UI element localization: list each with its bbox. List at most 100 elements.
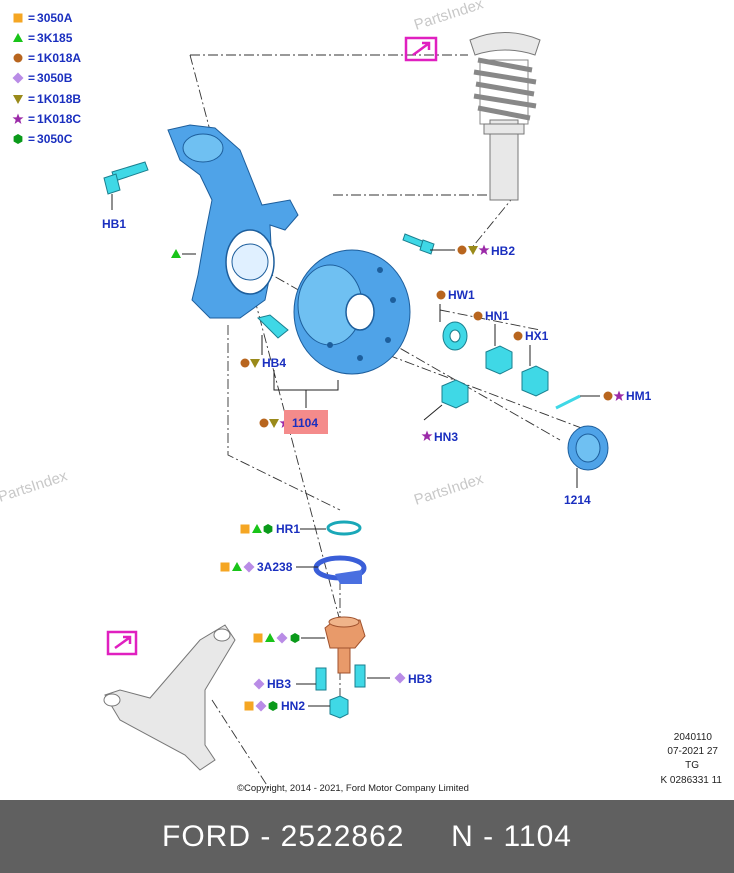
diamond-violet-icon	[253, 678, 265, 690]
label-3a238[interactable]: 3A238	[257, 560, 293, 574]
lower-control-arm	[103, 624, 236, 771]
legend-item-3k185: =3K185	[13, 31, 73, 45]
svg-text:=3050C: =3050C	[28, 132, 73, 146]
circle-brown-icon	[513, 331, 523, 341]
highlight-1104	[284, 410, 328, 434]
label-hb1[interactable]: HB1	[102, 217, 126, 231]
label-hb3-right[interactable]: HB3	[408, 672, 432, 686]
square-orange-icon	[220, 562, 230, 572]
diamond-violet-icon	[255, 700, 267, 712]
label-hb3-left[interactable]: HB3	[267, 677, 291, 691]
circlip-hr1	[326, 520, 362, 536]
diamond-violet-icon	[12, 72, 24, 84]
nav-arrow-top[interactable]	[404, 36, 438, 62]
legend-item-3050c: =3050C	[13, 132, 73, 146]
label-hr1[interactable]: HR1	[276, 522, 300, 536]
meta-line-2: 07-2021 27	[667, 746, 718, 757]
strut-assembly	[469, 32, 541, 201]
label-hn2[interactable]: HN2	[281, 699, 305, 713]
triangle-down-olive-icon	[468, 246, 478, 255]
shield-3a238	[313, 555, 367, 584]
copyright-text: ©Copyright, 2014 - 2021, Ford Motor Comp…	[237, 783, 469, 794]
label-hw1[interactable]: HW1	[448, 288, 475, 302]
star-purple-icon	[421, 430, 433, 441]
label-hb4[interactable]: HB4	[262, 356, 286, 370]
parts-diagram: PartsIndex PartsIndex PartsIndex =3050A …	[0, 0, 722, 794]
circle-brown-icon	[240, 358, 250, 368]
cap-hx1	[521, 365, 549, 397]
footer-bar: FORD - 2522862 N - 1104	[0, 800, 734, 873]
circle-brown-icon	[259, 418, 269, 428]
bolt-hb4	[257, 314, 289, 339]
meta-line-4: K 0286331 11	[660, 775, 722, 786]
circle-brown-icon	[13, 53, 23, 63]
hub-cap-1214	[567, 425, 609, 471]
svg-text:=3050A: =3050A	[28, 11, 73, 25]
label-hn3[interactable]: HN3	[434, 430, 458, 444]
triangle-green-icon	[252, 524, 262, 533]
circle-brown-icon	[457, 245, 467, 255]
hexagon-green-icon	[13, 134, 23, 144]
star-purple-icon	[613, 390, 625, 401]
bolt-hb1	[103, 161, 149, 195]
diamond-violet-icon	[394, 672, 406, 684]
nav-arrow-bottom[interactable]	[106, 630, 138, 656]
meta-line-1: 2040110	[674, 732, 713, 743]
hexagon-green-icon	[290, 633, 300, 643]
legend: =3050A =3K185 =1K018A =3050B =1K018B =1K…	[12, 11, 81, 146]
watermark-mid: PartsIndex	[412, 470, 486, 508]
assembly-lines	[189, 54, 601, 791]
washer-hw1	[442, 321, 468, 351]
steering-knuckle	[167, 124, 299, 319]
bolt-hb3-right	[354, 664, 366, 688]
svg-text:=3050B: =3050B	[28, 71, 73, 85]
nut-hn2	[329, 695, 349, 719]
pin-hm1	[555, 394, 581, 410]
legend-item-3050b: =3050B	[12, 71, 73, 85]
label-1214[interactable]: 1214	[564, 493, 591, 507]
triangle-green-icon	[13, 33, 23, 42]
triangle-down-olive-icon	[13, 95, 23, 104]
label-hn1[interactable]: HN1	[485, 309, 509, 323]
watermark-top: PartsIndex	[412, 0, 486, 34]
nut-hn3	[441, 379, 469, 409]
circle-brown-icon	[603, 391, 613, 401]
strut-top-mount	[469, 32, 541, 56]
legend-item-1k018a: =1K018A	[13, 51, 81, 65]
arrow-box-icon	[412, 41, 431, 57]
svg-text:=1K018C: =1K018C	[28, 112, 81, 126]
triangle-down-olive-icon	[250, 359, 260, 368]
label-hb2[interactable]: HB2	[491, 244, 515, 258]
legend-item-3050a: =3050A	[13, 11, 73, 25]
label-hx1[interactable]: HX1	[525, 329, 549, 343]
nut-hn1	[485, 345, 513, 375]
legend-item-1k018c: =1K018C	[12, 112, 81, 126]
triangle-green-icon	[232, 562, 242, 571]
square-orange-icon	[13, 13, 23, 23]
diamond-violet-icon	[276, 632, 288, 644]
label-hm1[interactable]: HM1	[626, 389, 652, 403]
triangle-green-icon	[265, 633, 275, 642]
triangle-down-olive-icon	[269, 419, 279, 428]
svg-text:=3K185: =3K185	[28, 31, 73, 45]
coil-spring	[473, 57, 537, 121]
footer-title: FORD - 2522862 N - 1104	[162, 819, 572, 853]
watermark-left: PartsIndex	[0, 467, 70, 505]
diamond-violet-icon	[243, 561, 255, 573]
hexagon-green-icon	[263, 524, 273, 534]
svg-text:=1K018A: =1K018A	[28, 51, 81, 65]
star-purple-icon	[478, 244, 490, 255]
label-1104[interactable]: 1104	[292, 416, 318, 430]
circle-brown-icon	[473, 311, 483, 321]
bolt-hb3-left	[315, 667, 327, 691]
legend-item-1k018b: =1K018B	[13, 92, 81, 106]
hexagon-green-icon	[268, 701, 278, 711]
bolt-hb2	[402, 233, 435, 255]
square-orange-icon	[240, 524, 250, 534]
square-orange-icon	[244, 701, 254, 711]
svg-text:=1K018B: =1K018B	[28, 92, 81, 106]
triangle-green-icon	[171, 249, 181, 258]
star-purple-icon	[12, 113, 24, 124]
meta-line-3: TG	[685, 760, 699, 771]
square-orange-icon	[253, 633, 263, 643]
